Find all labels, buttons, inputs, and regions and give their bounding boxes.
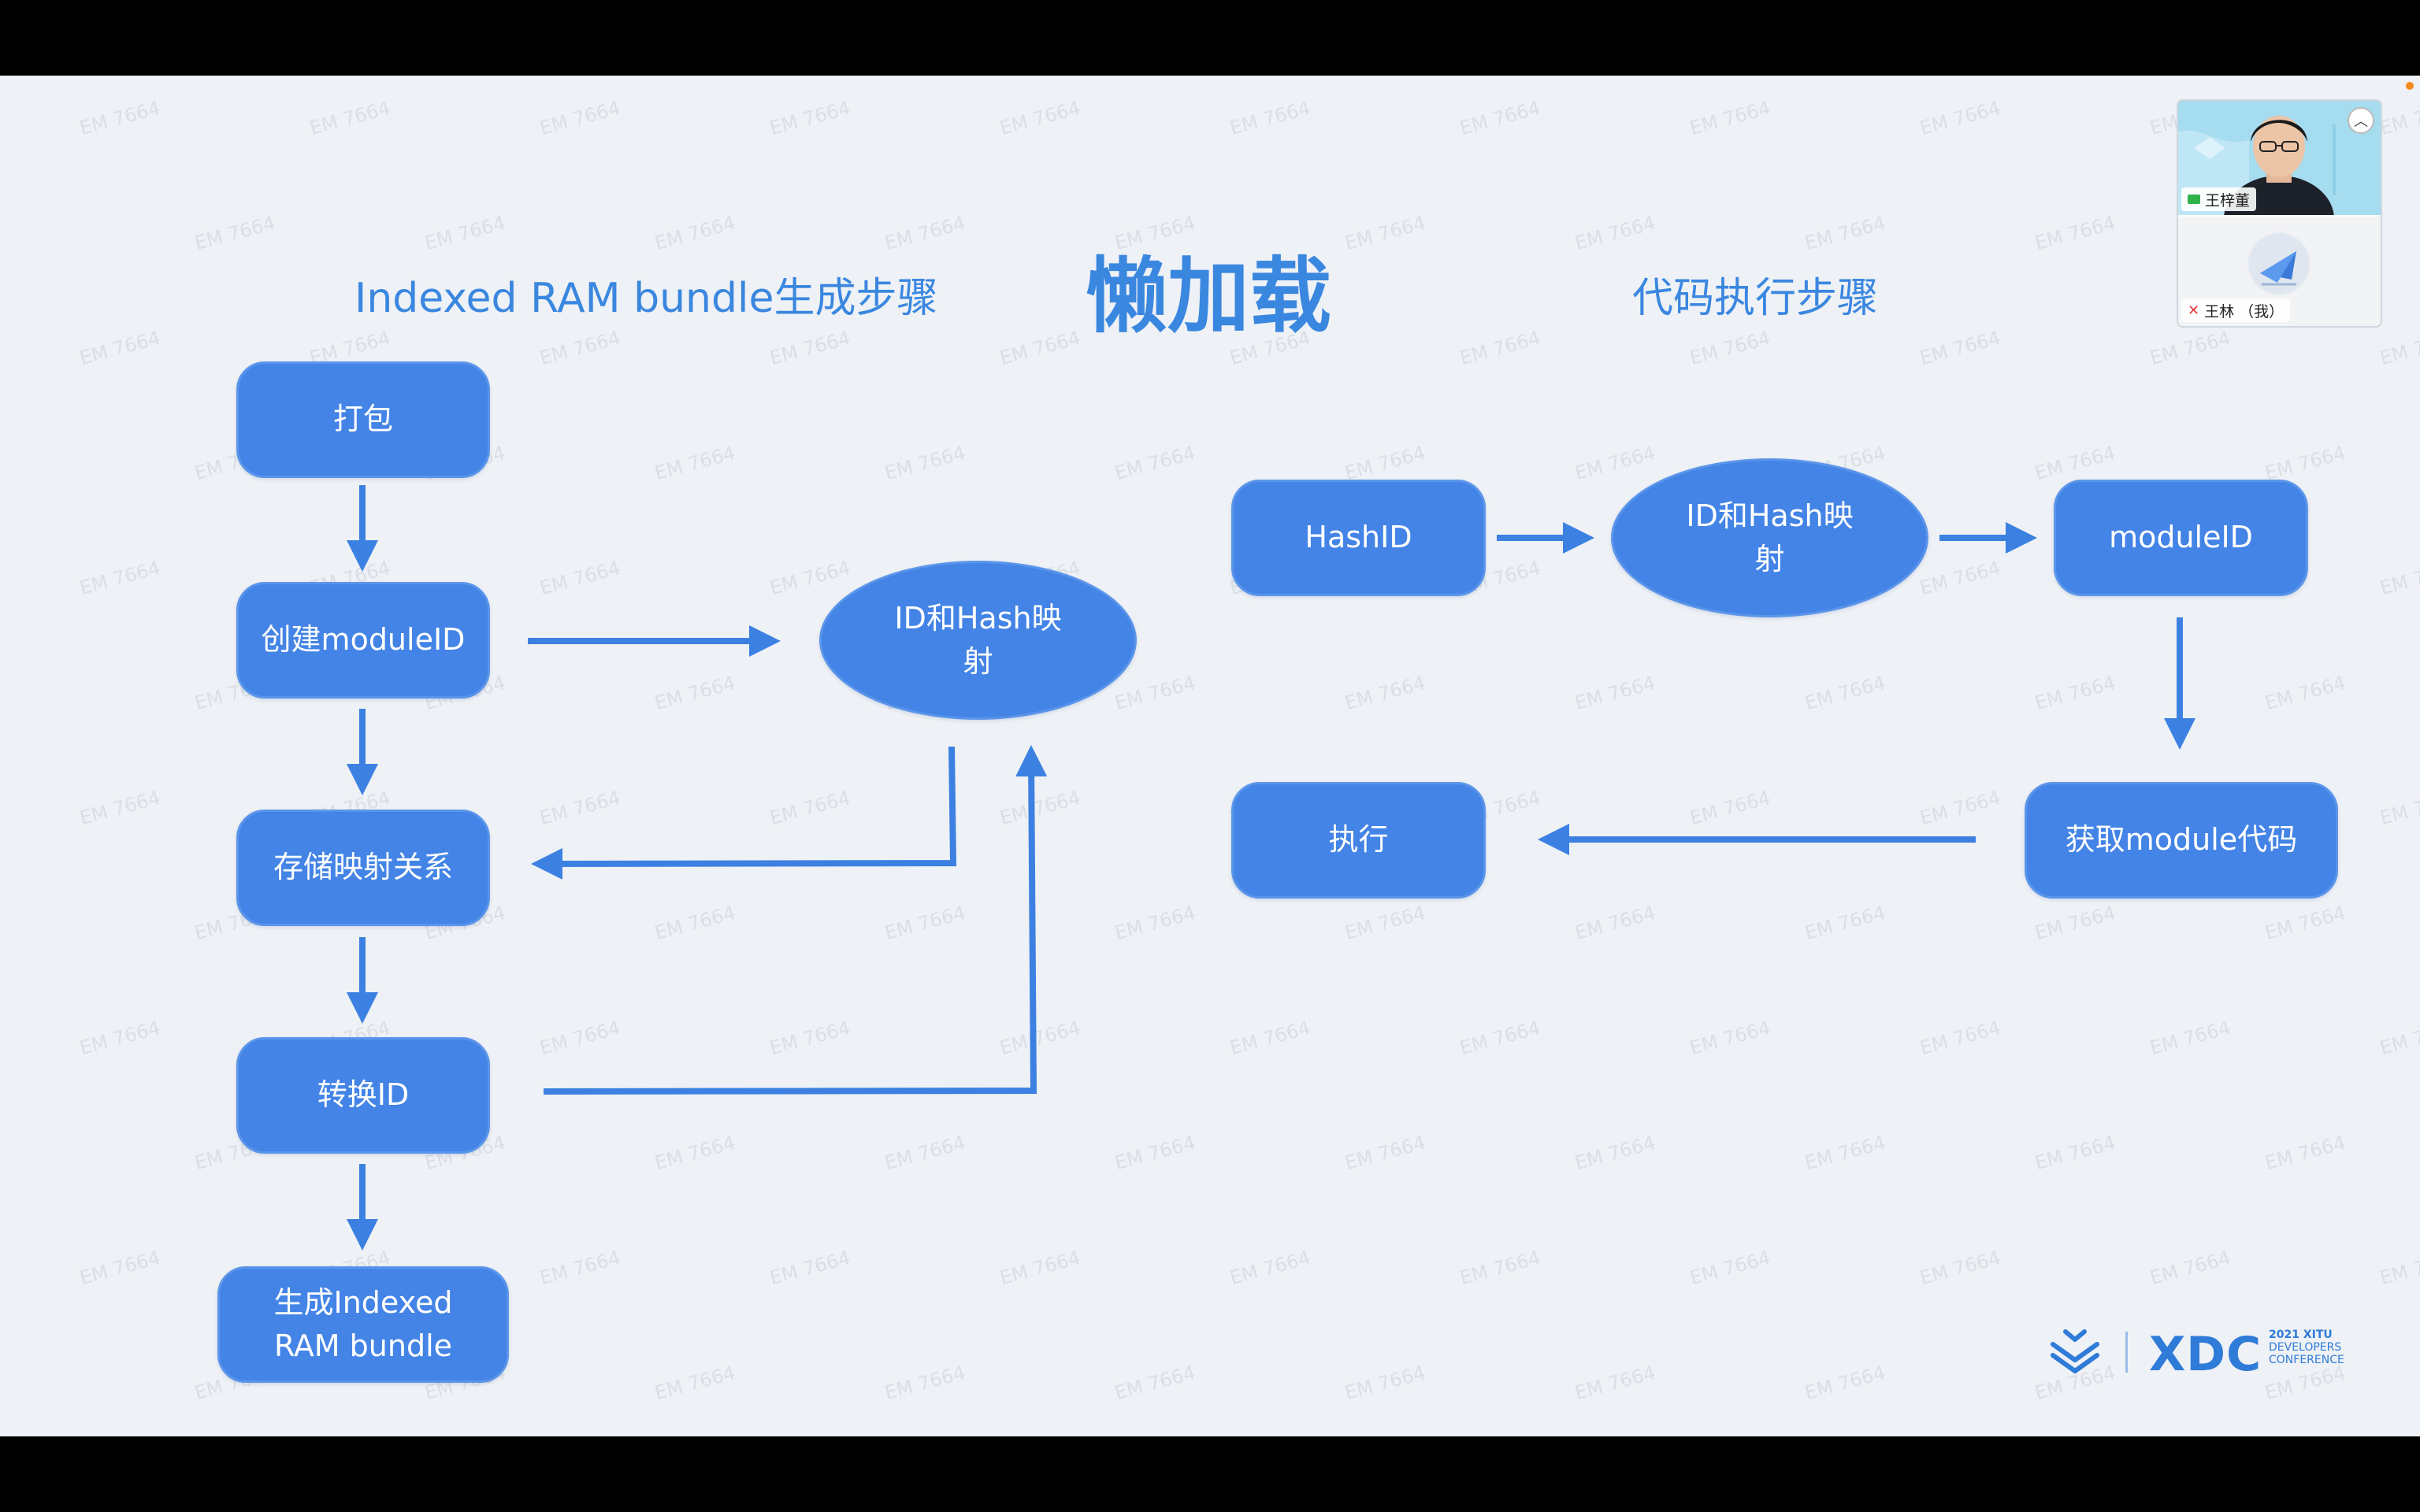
right-section-title: 代码执行步骤: [1632, 275, 1879, 322]
recording-indicator: [2406, 82, 2414, 90]
self-avatar: [2247, 232, 2311, 295]
step-module-id-label: moduleID: [2109, 520, 2253, 555]
main-title: 懒加载: [1086, 248, 1332, 344]
step-pack: 打包: [236, 361, 490, 478]
mapping-left-line1: ID和Hash映: [894, 600, 1062, 636]
participant1-name: 王梓董: [2205, 191, 2251, 209]
participant1-name-tag: 王梓董: [2181, 187, 2257, 211]
step-convert-id: 转换ID: [236, 1037, 490, 1154]
xdc-logo-text: XDC: [2149, 1327, 2262, 1382]
step-hash-id: HashID: [1231, 480, 1486, 596]
mic-muted-icon: ✕: [2188, 302, 2200, 319]
step-module-id: moduleID: [2054, 480, 2308, 596]
step-get-module-code: 获取module代码: [2025, 782, 2338, 899]
arrow-mapping-to-store: [531, 746, 957, 880]
participant2-name-tag: ✕ 王林 （我）: [2181, 298, 2291, 322]
step-get-module-code-label: 获取module代码: [2065, 822, 2298, 858]
mapping-right-line1: ID和Hash映: [1686, 498, 1854, 533]
participant-video-feed: [2178, 101, 2381, 215]
participant-video-tile[interactable]: ︿ 王梓董: [2178, 101, 2381, 215]
xdc-logo-mark: [2051, 1329, 2099, 1373]
step-id-hash-mapping-right: ID和Hash映 射: [1611, 458, 1928, 617]
step-generate-bundle: 生成Indexed RAM bundle: [217, 1266, 509, 1383]
step-hash-id-label: HashID: [1305, 520, 1412, 555]
step-store-mapping-label: 存储映射关系: [273, 850, 453, 885]
xdc-logo: XDC 2021 XITU DEVELOPERS CONFERENCE: [2047, 1322, 2354, 1382]
xdc-sub-line3: CONFERENCE: [2269, 1354, 2344, 1366]
video-panel[interactable]: ︿ 王梓董 ✕ 王林 （我）: [2177, 99, 2382, 328]
step-execute-label: 执行: [1328, 822, 1389, 858]
left-section-title: Indexed RAM bundle生成步骤: [354, 275, 938, 322]
step-execute: 执行: [1231, 782, 1486, 899]
generate-line2: RAM bundle: [273, 1329, 453, 1363]
mapping-right-line2: 射: [1754, 542, 1785, 576]
generate-line1: 生成Indexed: [273, 1284, 453, 1320]
flow-arrows: [347, 485, 2195, 1251]
xdc-logo-divider: [2125, 1332, 2128, 1373]
xdc-sub-line1: 2021 XITU: [2269, 1329, 2333, 1341]
step-convert-id-label: 转换ID: [317, 1077, 410, 1113]
self-video-tile[interactable]: ✕ 王林 （我）: [2178, 217, 2381, 326]
step-store-mapping: 存储映射关系: [236, 810, 490, 926]
step-create-module-id: 创建moduleID: [236, 582, 490, 699]
step-pack-label: 打包: [332, 402, 393, 437]
xdc-logo-subtitle: 2021 XITU DEVELOPERS CONFERENCE: [2269, 1329, 2344, 1366]
step-create-module-id-label: 创建moduleID: [261, 622, 466, 658]
chevron-up-icon[interactable]: ︿: [2348, 107, 2374, 134]
mapping-left-line2: 射: [963, 644, 993, 679]
arrow-convert-to-mapping: [543, 745, 1048, 1095]
participant2-name: 王林 （我）: [2204, 302, 2285, 321]
xdc-sub-line2: DEVELOPERS: [2269, 1341, 2342, 1354]
step-id-hash-mapping-left: ID和Hash映 射: [819, 561, 1137, 720]
screen-share-icon: [2188, 195, 2200, 204]
